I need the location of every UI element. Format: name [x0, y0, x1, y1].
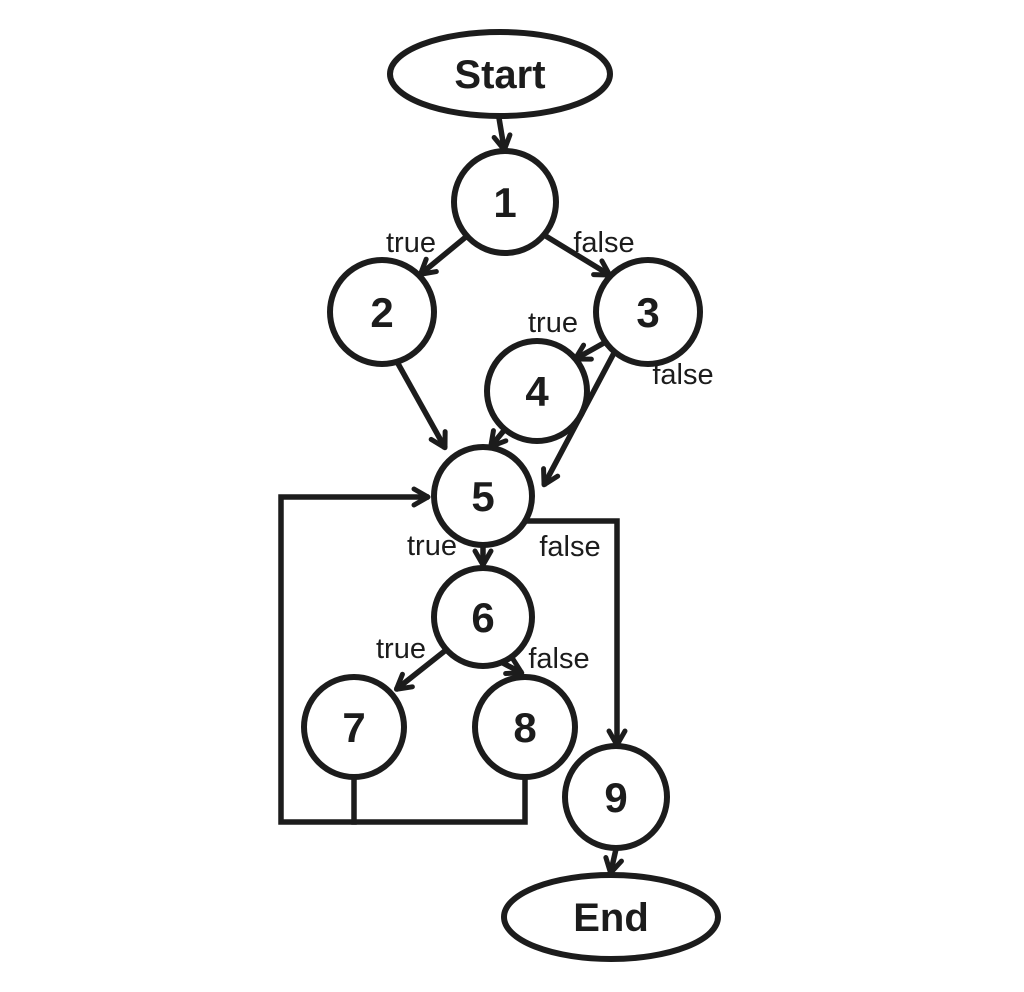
node-2-label: 2 — [370, 289, 393, 336]
edge-label-5-9: false — [539, 531, 600, 563]
node-3: 3 — [593, 257, 703, 367]
node-1: 1 — [451, 148, 559, 256]
node-start: Start — [387, 29, 613, 119]
edge-labels: true false true false true false true fa… — [376, 227, 714, 675]
nodes: Start 1 2 3 4 5 — [301, 29, 721, 962]
node-end-label: End — [573, 896, 649, 940]
edge-9-to-end — [603, 845, 624, 876]
edge-1-to-2 — [417, 232, 471, 277]
node-7-label: 7 — [342, 704, 365, 751]
node-7: 7 — [301, 674, 407, 780]
edge-5-to-9-false-elbow — [521, 518, 628, 748]
edge-loop-8-and-7-back-to-5 — [278, 486, 528, 825]
edge-label-6-8: false — [528, 643, 589, 675]
node-6: 6 — [431, 565, 535, 669]
edge-1-to-3 — [540, 231, 613, 278]
node-end: End — [501, 872, 721, 962]
node-1-label: 1 — [493, 179, 516, 226]
edge-2-to-5 — [392, 356, 448, 451]
node-9: 9 — [562, 743, 670, 851]
edge-label-5-6: true — [407, 530, 457, 562]
edge-label-1-2: true — [386, 227, 436, 259]
node-3-label: 3 — [636, 289, 659, 336]
edge-label-3-4: true — [528, 307, 578, 339]
node-8: 8 — [472, 674, 578, 780]
node-6-label: 6 — [471, 594, 494, 641]
node-5-label: 5 — [471, 473, 494, 520]
node-2: 2 — [327, 257, 437, 367]
edge-label-1-3: false — [573, 227, 634, 259]
node-start-label: Start — [454, 53, 545, 97]
edge-label-6-7: true — [376, 633, 426, 665]
edge-6-to-7 — [393, 646, 450, 692]
node-8-label: 8 — [513, 704, 536, 751]
node-4-label: 4 — [525, 368, 549, 415]
node-9-label: 9 — [604, 774, 627, 821]
node-5: 5 — [431, 444, 535, 548]
edge-start-to-1 — [491, 114, 513, 153]
node-4: 4 — [484, 338, 590, 444]
